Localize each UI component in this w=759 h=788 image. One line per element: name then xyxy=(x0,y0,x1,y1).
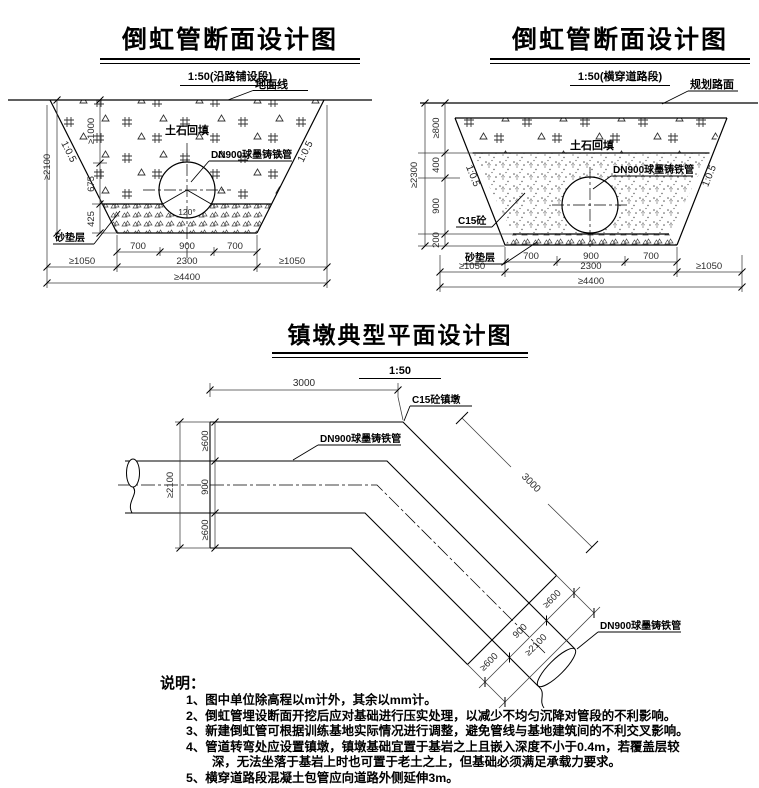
dim-width-total: ≥4400 xyxy=(174,272,200,283)
excavation-outline xyxy=(420,102,758,246)
note-line: 4、管道转弯处应设置镇墩，镇墩基础宜置于基岩之上且嵌入深度不小于0.4m，若覆盖… xyxy=(186,739,680,754)
dim-diagonal-leg-length: 3000 xyxy=(519,471,543,495)
ground-line-label: 地面线 xyxy=(255,77,288,91)
pipe-centerline xyxy=(118,484,546,654)
dim-width: 700 xyxy=(227,241,243,252)
title-double-rule xyxy=(100,58,360,64)
dim-depth-seg: 900 xyxy=(431,198,442,214)
pipe-leader-diagonal xyxy=(576,631,681,650)
bedding-angle-lines xyxy=(162,189,212,205)
note-line-continuation: 深，无法坐落于基岩上时也可置于老土之上，但基础必须满足承载力要求。 xyxy=(212,755,621,770)
pipe-break-ellipse-left xyxy=(126,458,140,488)
section-figure-along-road: ≥2100 ≥1000 675 425 700 900 700 ≥1050 23… xyxy=(8,77,372,288)
sand-cushion-leader xyxy=(463,241,538,265)
note-line: 2、倒虹管埋设断面开挖后应对基础进行压实处理，以减少不均匀沉降对管段的不利影响。 xyxy=(186,708,677,723)
road-surface-label: 规划路面 xyxy=(690,77,734,91)
dim-width: ≥1050 xyxy=(279,256,305,267)
slope-label: 1:0.5 xyxy=(700,163,719,188)
dim-depth-seg: 400 xyxy=(431,157,442,173)
dim-width: 700 xyxy=(130,241,146,252)
dim-depth-seg: 200 xyxy=(431,232,442,248)
pipe-outline xyxy=(125,460,576,687)
concrete-leader xyxy=(456,192,526,228)
sand-cushion-label: 砂垫层 xyxy=(464,251,495,264)
dim-width-seg: 900 xyxy=(200,479,211,495)
dim-depth-total: ≥2100 xyxy=(42,154,53,180)
dim-width-total: ≥2100 xyxy=(165,472,176,498)
dim-leg-length: 3000 xyxy=(293,378,316,389)
dim-width-seg: ≥600 xyxy=(200,519,211,540)
dim-width: ≥1050 xyxy=(696,261,722,272)
bedding-angle-label: 120° xyxy=(178,207,196,217)
ground-line-leader xyxy=(227,90,308,101)
dimension-ticks xyxy=(176,386,599,707)
road-surface-leader xyxy=(661,90,738,105)
dimension-ticks xyxy=(421,99,746,291)
plan-figure-titleblock: 镇墩典型平面设计图 1:50 xyxy=(272,316,528,379)
pipe-label-horizontal: DN900球墨铸铁管 xyxy=(320,432,401,445)
title-double-rule xyxy=(272,352,528,358)
slope-label: 1:0.5 xyxy=(463,164,482,189)
dim-width: 2300 xyxy=(176,256,197,267)
anchor-block-leader xyxy=(403,405,472,422)
backfill-label: 土石回填 xyxy=(165,123,209,137)
left-figure-title: 倒虹管断面设计图 xyxy=(121,26,338,54)
sand-cushion-leader xyxy=(53,210,121,245)
dimension-lines xyxy=(175,383,601,709)
note-line: 1、图中单位除高程以m计外，其余以mm计。 xyxy=(186,693,437,707)
plan-figure-scale: 1:50 xyxy=(358,365,442,379)
pipe-break-curve-end xyxy=(537,685,545,709)
pipe-leader xyxy=(190,160,292,183)
dim-width: 700 xyxy=(523,251,539,262)
pipe-leader xyxy=(592,175,693,190)
title-double-rule xyxy=(490,58,750,64)
sand-cushion-label: 砂垫层 xyxy=(54,231,85,244)
backfill-label: 土石回填 xyxy=(570,138,614,152)
note-line: 3、新建倒虹管可根据训练基地实际情况进行调整，避免管线与基地建筑间的不利交叉影响… xyxy=(186,724,689,739)
backfill-hatch xyxy=(455,118,727,153)
dim-depth-seg: 675 xyxy=(86,176,97,192)
pipe-label: DN900球墨铸铁管 xyxy=(211,148,292,161)
plan-figure-title: 镇墩典型平面设计图 xyxy=(287,322,513,348)
right-figure-titleblock: 倒虹管断面设计图 1:50(横穿道路段) xyxy=(490,20,750,86)
section-figure-road-crossing: ≥2300 ≥800 400 900 200 700 900 700 ≥1050… xyxy=(409,77,758,292)
dim-width: 2300 xyxy=(580,261,601,272)
pipe-centerlines xyxy=(143,143,231,258)
pipe-leader-horizontal xyxy=(292,444,401,461)
pipe-label: DN900球墨铸铁管 xyxy=(613,163,694,176)
pipe-label-diagonal: DN900球墨铸铁管 xyxy=(600,619,681,632)
dimension-ticks xyxy=(43,96,331,287)
left-figure-scale: 1:50(沿路铺设段) xyxy=(179,68,281,86)
dim-width: ≥1050 xyxy=(69,256,95,267)
dim-width-seg: ≥600 xyxy=(200,430,211,451)
anchor-block-label: C15砼镇墩 xyxy=(412,393,461,406)
dim-width: ≥1050 xyxy=(459,261,485,272)
note-line: 5、横穿道路段混凝土包管应向道路外侧延伸3m。 xyxy=(186,770,459,785)
dim-width: 900 xyxy=(179,241,195,252)
excavation-outline xyxy=(8,99,372,234)
anchor-block-outline xyxy=(209,421,557,665)
notes-heading: 说明： xyxy=(160,675,206,692)
dim-width-total: ≥4400 xyxy=(578,276,604,287)
dim-depth-total: ≥2300 xyxy=(409,162,420,188)
dim-end-total: ≥2100 xyxy=(523,632,549,658)
dim-depth-seg: ≥1000 xyxy=(86,118,97,144)
dimension-lines xyxy=(418,103,743,292)
right-figure-scale: 1:50(横穿道路段) xyxy=(569,68,671,86)
right-figure-title: 倒虹管断面设计图 xyxy=(511,26,728,54)
sand-cushion-hatch xyxy=(505,234,677,245)
plan-figure: 3000 3000 ≥600 900 ≥600 ≥2100 ≥600 900 ≥… xyxy=(118,378,681,709)
pipe-centerlines xyxy=(552,167,628,247)
notes-block: 说明： 1、图中单位除高程以m计外，其余以mm计。 2、倒虹管埋设断面开挖后应对… xyxy=(160,674,759,787)
dim-width: 900 xyxy=(583,251,599,262)
concrete-label: C15砼 xyxy=(458,214,486,227)
dim-width: 700 xyxy=(643,251,659,262)
dim-depth-seg: ≥800 xyxy=(431,117,442,138)
left-figure-titleblock: 倒虹管断面设计图 1:50(沿路铺设段) xyxy=(100,20,360,86)
pipe-break-curve-left xyxy=(129,486,136,514)
dim-end-seg: 900 xyxy=(511,622,530,641)
dim-depth-seg: 425 xyxy=(86,211,97,227)
